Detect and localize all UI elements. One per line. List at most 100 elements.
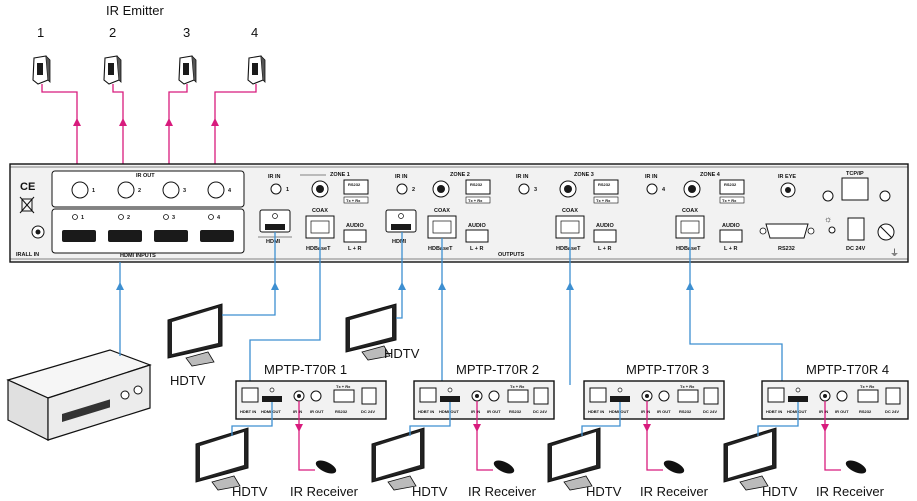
receiver-3-ir-in-label: IR IN: [641, 409, 650, 414]
ce-mark: CE: [20, 181, 35, 193]
ground-icon: ⏚: [890, 248, 899, 258]
hdtv-zone-2-cable: [409, 402, 451, 436]
zone-1-hdmi-label: HDMI: [266, 239, 281, 245]
receiver-4-txrx-label: Tx + Rx: [860, 384, 875, 389]
ir-receiver-4: [845, 460, 867, 474]
hdtv-zone-4-cable: [757, 402, 799, 436]
emitter-number-1: 1: [37, 25, 44, 40]
zone-1-audio-label: AUDIO: [346, 223, 364, 229]
receiver-2-dc-label: DC 24V: [533, 409, 547, 414]
receiver-1: HDBT IN HDMI OUT IR IN IR OUT RS232 DC 2…: [235, 380, 387, 420]
receiver-1-rs232-label: RS232: [335, 409, 348, 414]
zone-4-coax-label: COAX: [682, 208, 698, 214]
hdmi-inputs-block: 1 2 3 4 HDMI INPUTS: [51, 208, 245, 259]
receiver-2: HDBT IN HDMI OUT IR IN IR OUT RS232 DC 2…: [413, 380, 555, 420]
hdtv-zone-1-label: HDTV: [232, 484, 268, 499]
zone-1-lr-label: L + R: [348, 246, 362, 252]
zone-1-ir-in-label: IR IN: [268, 174, 281, 180]
receiver-3-txrx-label: Tx + Rx: [680, 384, 695, 389]
ir-emitter-1: [32, 55, 51, 85]
receiver-4-hdbt-in-label: HDBT IN: [766, 409, 782, 414]
dc-24v-label: DC 24V: [846, 246, 866, 252]
receiver-3-title: MPTP-T70R 3: [626, 362, 709, 377]
led-icon: ☼: [824, 214, 832, 224]
ir-out-block: IR OUT 1 2 3 4: [51, 170, 245, 208]
zone-4-txrx-label: Tx + Rx: [722, 198, 737, 203]
receiver-1-title: MPTP-T70R 1: [264, 362, 347, 377]
zone-3-label: ZONE 3: [574, 172, 594, 178]
zone-1-hdbaset-label: HDBaseT: [306, 246, 331, 252]
hdmi-in-port-4: 4: [217, 215, 221, 221]
zone-1: IR IN 1 ZONE 1 RS232 Tx + Rx HDMI COAX H…: [258, 172, 369, 252]
zone-3-coax-label: COAX: [562, 208, 578, 214]
ir-out-port-4: 4: [228, 188, 232, 194]
hdtv-zone-3: [547, 427, 601, 491]
zone-2-ir-in-num: 2: [412, 187, 415, 193]
hdtv-zone-4-label: HDTV: [762, 484, 798, 499]
zone-2-audio-label: AUDIO: [468, 223, 486, 229]
zone-3-ir-in-label: IR IN: [516, 174, 529, 180]
ir-emitter-cables: [41, 84, 257, 170]
ir-receiver-2: [493, 460, 515, 474]
zone-2-hdbaset-label: HDBaseT: [428, 246, 453, 252]
receiver-1-txrx-label: Tx + Rx: [336, 384, 351, 389]
zone-2-hdmi-label: HDMI: [392, 239, 407, 245]
zone-4-audio-label: AUDIO: [722, 223, 740, 229]
weee-icon: [19, 196, 35, 214]
zone-2-label: ZONE 2: [450, 172, 470, 178]
receiver-3-ir-out-label: IR OUT: [657, 409, 671, 414]
ir-eye-label: IR EYE: [778, 174, 796, 180]
hdmi-in-port-3: 3: [172, 215, 175, 221]
zone-1-label: ZONE 1: [330, 172, 350, 178]
ir-receiver-1-label: IR Receiver: [290, 484, 359, 499]
source-player: [6, 349, 152, 441]
ir-receiver-2-label: IR Receiver: [468, 484, 537, 499]
receiver-1-dc-label: DC 24V: [361, 409, 375, 414]
receiver-2-hdbt-in-label: HDBT IN: [418, 409, 434, 414]
hdtv-local-1: [167, 303, 223, 367]
receiver-3-hdbt-in-label: HDBT IN: [588, 409, 604, 414]
ir-emitter-3: [178, 55, 197, 85]
hdmi-in-port-2: 2: [127, 215, 130, 221]
receiver-2-title: MPTP-T70R 2: [456, 362, 539, 377]
hdtv-zone-3-cable: [581, 402, 621, 436]
zone-4-rs232-label: RS232: [724, 182, 737, 187]
receiver-2-rs232-label: RS232: [509, 409, 522, 414]
hdtv-local-2-cable: [396, 232, 403, 319]
receiver-4-hdmi-out-label: HDMI OUT: [787, 409, 807, 414]
ir-receiver-4-label: IR Receiver: [816, 484, 885, 499]
zone-1-txrx-label: Tx + Rx: [346, 198, 361, 203]
tcpip-label: TCP/IP: [846, 171, 864, 177]
receiver-4: HDBT IN HDMI OUT IR IN IR OUT RS232 DC 2…: [761, 380, 909, 420]
ir-emitter-4: [247, 55, 266, 85]
ir-receiver-3-label: IR Receiver: [640, 484, 709, 499]
hdtv-zone-3-label: HDTV: [586, 484, 622, 499]
zone-1-rs232-label: RS232: [348, 182, 361, 187]
zone-3-audio-label: AUDIO: [596, 223, 614, 229]
hdtv-local-1-cable: [222, 232, 276, 316]
hdtv-zone-2: [371, 427, 425, 491]
ir-out-label: IR OUT: [136, 173, 155, 179]
receiver-3: HDBT IN HDMI OUT IR IN IR OUT RS232 DC 2…: [583, 380, 725, 420]
hdtv-zone-2-label: HDTV: [412, 484, 448, 499]
hdtv-zone-1-cable: [231, 402, 273, 436]
receiver-2-txrx-label: Tx + Rx: [510, 384, 525, 389]
receiver-2-ir-in-label: IR IN: [471, 409, 480, 414]
receiver-1-hdbt-in-label: HDBT IN: [240, 409, 256, 414]
zone-4-label: ZONE 4: [700, 172, 721, 178]
receiver-2-ir-out-label: IR OUT: [487, 409, 501, 414]
outputs-label: OUTPUTS: [498, 252, 525, 258]
receiver-4-ir-in-label: IR IN: [819, 409, 828, 414]
zone-4: IR IN 4 ZONE 4 RS232 Tx + Rx COAX HDBase…: [645, 172, 745, 252]
control-ports: IR EYE RS232 TCP/IP ☼ DC 24V ⏚: [759, 171, 899, 258]
ir-emitter-title: IR Emitter: [106, 3, 164, 18]
zone-2-lr-label: L + R: [470, 246, 484, 252]
zone-1-coax-label: COAX: [312, 208, 328, 214]
hdbaset-cable-4: [689, 238, 783, 385]
zone-4-lr-label: L + R: [724, 246, 738, 252]
zone-3-txrx-label: Tx + Rx: [596, 198, 611, 203]
zone-2-txrx-label: Tx + Rx: [468, 198, 483, 203]
ir-receiver-1: [315, 460, 337, 474]
receiver-4-ir-out-label: IR OUT: [835, 409, 849, 414]
ir-all-in-label: IRALL IN: [16, 252, 39, 258]
